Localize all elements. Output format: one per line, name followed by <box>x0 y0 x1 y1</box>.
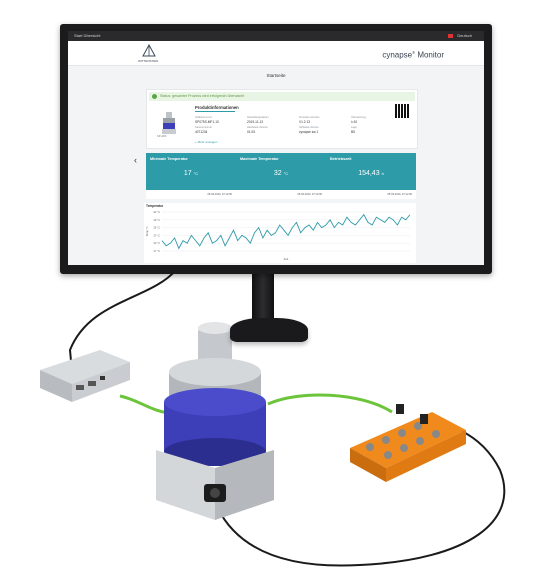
y-tick-label: 32 °C <box>153 210 160 214</box>
brand-name: cynapse <box>382 50 413 60</box>
y-tick-label: 26 °C <box>153 226 160 230</box>
tile-footer: 05.03.2020, 07:12:00 <box>146 190 236 199</box>
tile-value-number: 17 <box>183 170 192 177</box>
product-image-caption: SP+060 <box>157 135 167 138</box>
chart-title: Temperatur <box>146 204 164 208</box>
tile-value-number: 32 <box>273 170 282 177</box>
brand-reg: ® <box>412 50 416 55</box>
tile-value: 154,43 h <box>326 170 416 177</box>
field-label: Herstellungsdatum <box>247 116 269 119</box>
status-alert-text: Status: gesamter Prozess wird erfolgreic… <box>160 94 245 98</box>
tile-footer: 05.03.2020, 07:12:00 <box>236 190 326 199</box>
brand-suffix: Monitor <box>417 50 444 60</box>
field-value: 2019-11-13 <box>247 120 264 124</box>
field-label: Firmware-Version <box>299 116 320 119</box>
temperature-chart-svg: 32 °C 29 °C 26 °C 23 °C 20 °C 17 °C Temp °C Zei… <box>145 210 411 261</box>
titlebar-left-label[interactable]: Start Übersicht <box>74 33 101 38</box>
y-axis-label: Temp °C <box>145 226 149 236</box>
field-value: i=10 <box>351 120 358 124</box>
tile-title: Maximale Temperatur <box>240 157 279 161</box>
field-value: 4071234 <box>195 130 208 134</box>
tile-value-number: 154,43 <box>358 170 380 177</box>
y-tick-label: 17 °C <box>153 249 160 253</box>
tile-timestamp: 05.03.2020, 07:12:00 <box>387 193 412 196</box>
tile-value-unit: °C <box>193 171 199 176</box>
monitor-stand-neck <box>252 272 274 324</box>
wittenstein-logo-icon <box>142 44 156 57</box>
kpi-tile-max-temperature: Maximale Temperatur 32 °C 05.03.2020, 07… <box>236 153 326 199</box>
field-label: Software-Version <box>299 126 319 129</box>
field-value: B5 <box>351 130 355 134</box>
edge-device <box>40 350 130 402</box>
field-label: Übersetzung <box>351 116 366 119</box>
temperature-chart: Temperatur 32 °C 29 °C 26 °C 23 °C 20 °C 17 °… <box>144 203 416 263</box>
monitor: Start Übersicht Deutsch WITTENSTEIN cyna… <box>60 24 492 274</box>
field-label: Artikelnummer <box>195 116 212 119</box>
product-info-title: Produktinformationen <box>195 105 239 110</box>
tile-timestamp: 05.03.2020, 07:12:00 <box>297 193 322 196</box>
field-value: 01.05 <box>247 130 255 134</box>
product-image <box>162 112 176 134</box>
x-axis-label: Zeit <box>284 257 289 261</box>
field-value: cynapse sw 1 <box>299 130 319 134</box>
tile-value-unit: h <box>381 171 384 176</box>
page-title: Startseite <box>266 73 286 78</box>
temperature-series-line <box>161 213 411 250</box>
app-header: WITTENSTEIN cynapse® Monitor <box>68 41 484 66</box>
product-card: Status: gesamter Prozess wird erfolgreic… <box>146 89 418 149</box>
language-select[interactable]: Deutsch <box>457 33 472 38</box>
monitor-screen: Start Übersicht Deutsch WITTENSTEIN cyna… <box>68 31 484 265</box>
tile-footer: 05.03.2020, 07:12:00 <box>326 190 416 199</box>
field-label: Seriennummer <box>195 126 213 129</box>
tile-value: 17 °C <box>146 170 236 177</box>
logo-text: WITTENSTEIN <box>138 59 159 63</box>
y-tick-label: 23 °C <box>153 233 160 237</box>
status-alert: Status: gesamter Prozess wird erfolgreic… <box>149 92 415 101</box>
page-tabs <box>258 80 298 93</box>
field-value: SP075S-MF1-10 <box>195 120 219 124</box>
kpi-tile-min-temperature: Minimale Temperatur 17 °C 05.03.2020, 07… <box>146 153 236 199</box>
tile-title: Betriebszeit <box>330 157 352 161</box>
brand-title: cynapse® Monitor <box>382 50 444 60</box>
tile-timestamp: 05.03.2020, 07:12:00 <box>207 193 232 196</box>
monitor-stand-base <box>230 318 308 342</box>
tile-value: 32 °C <box>236 170 326 177</box>
flag-icon <box>448 34 453 38</box>
tile-title: Minimale Temperatur <box>150 157 188 161</box>
field-label: Lage <box>351 126 357 129</box>
kpi-tile-operating-hours: Betriebszeit 154,43 h 05.03.2020, 07:12:… <box>326 153 416 199</box>
qr-code-icon <box>395 104 409 118</box>
io-link-hub <box>350 404 466 482</box>
browser-titlebar: Start Übersicht Deutsch <box>68 31 484 41</box>
tile-value-unit: °C <box>283 171 289 176</box>
product-info-underline <box>195 111 235 112</box>
field-value: V1.2.13 <box>299 120 310 124</box>
check-icon <box>152 93 157 99</box>
y-tick-label: 20 °C <box>153 241 160 245</box>
gearbox <box>156 322 274 520</box>
carousel-prev-arrow[interactable]: ‹ <box>134 155 137 165</box>
show-more-link[interactable]: + Mehr anzeigen <box>195 140 218 144</box>
field-label: Hardware-Version <box>247 126 268 129</box>
y-tick-label: 29 °C <box>153 218 160 222</box>
